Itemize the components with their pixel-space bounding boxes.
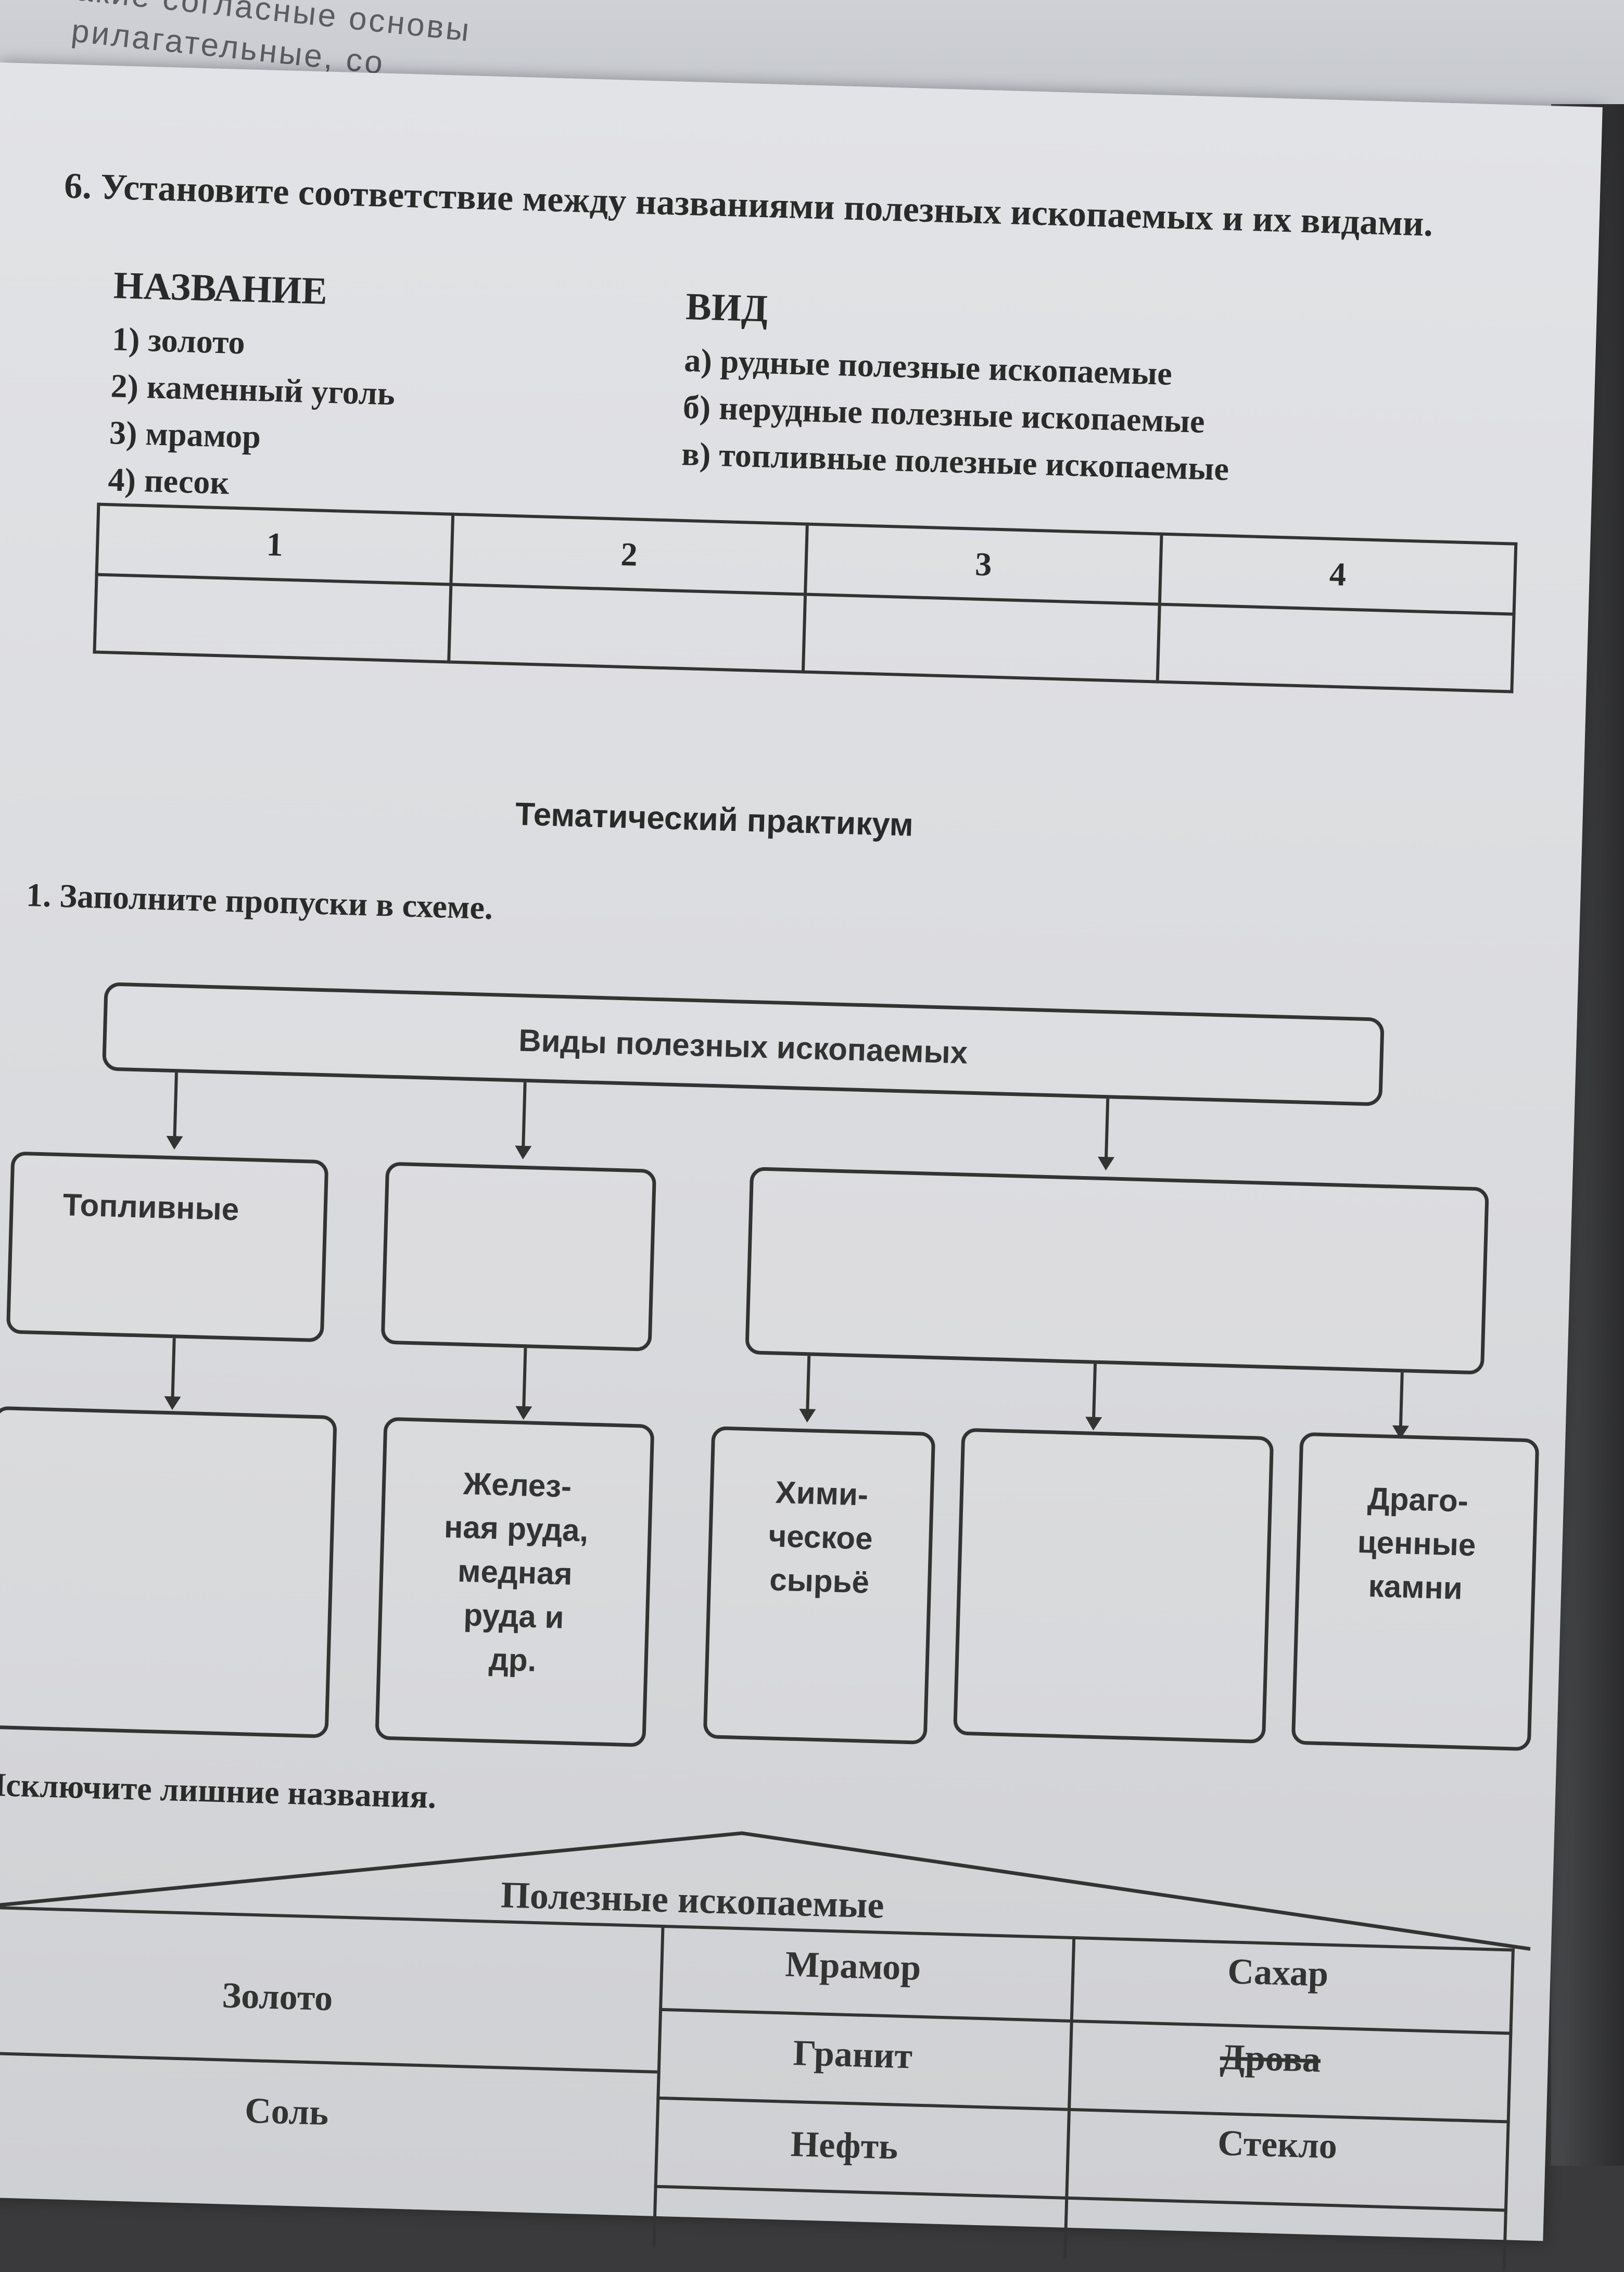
scheme-box-label: Драго- ценные камни	[1357, 1481, 1477, 1606]
answer-cell[interactable]	[1157, 604, 1514, 692]
scheme-box-label: Топливные	[62, 1187, 240, 1227]
scheme-box-label	[753, 1199, 1485, 1219]
mineral-item[interactable]: Гранит	[792, 2033, 913, 2077]
scheme-box-label: Желез- ная руда, медная руда и др.	[443, 1466, 589, 1678]
answer-cell[interactable]	[449, 584, 806, 672]
table-line	[0, 2050, 657, 2074]
table-line	[654, 2185, 1508, 2212]
roof-outline	[0, 1831, 1531, 1951]
table-line	[1502, 1948, 1515, 2271]
types-list: а) рудные полезные ископаемые б) нерудны…	[681, 337, 1232, 493]
section-heading: Тематический практикум	[515, 796, 914, 843]
mineral-item[interactable]: Золото	[221, 1975, 334, 2019]
answer-header-cell: 3	[805, 524, 1162, 604]
scheme-arrow	[1399, 1372, 1404, 1430]
answer-header-cell: 1	[96, 504, 453, 585]
scheme-box-label: Хими- ческое сырьё	[768, 1474, 873, 1600]
answer-header-cell: 4	[1159, 534, 1516, 614]
scheme-level1-box-blank[interactable]	[745, 1167, 1489, 1375]
scheme-arrow	[1092, 1364, 1097, 1421]
scheme-root-box: Виды полезных ископаемых	[102, 982, 1385, 1106]
mineral-item[interactable]: Соль	[244, 2090, 329, 2134]
scheme-level2-box-chemical: Хими- ческое сырьё	[703, 1426, 936, 1745]
scheme-arrow	[522, 1082, 527, 1150]
scheme-level2-box-blank[interactable]	[0, 1406, 337, 1738]
scheme-level2-box-ores: Желез- ная руда, медная руда и др.	[375, 1417, 655, 1747]
scheme-root-label: Виды полезных ископаемых	[518, 1023, 969, 1070]
scheme-arrow	[171, 1338, 176, 1401]
answer-table: 1 2 3 4	[93, 503, 1517, 693]
answer-cell[interactable]	[94, 574, 451, 662]
names-header: НАЗВАНИЕ	[112, 264, 328, 313]
scheme-arrow	[522, 1348, 527, 1411]
answer-header-cell: 2	[451, 514, 807, 595]
scheme-arrow	[806, 1356, 811, 1413]
mineral-item[interactable]: Стекло	[1217, 2123, 1338, 2167]
scheme-arrow	[1104, 1099, 1110, 1162]
table-line	[658, 2008, 1513, 2035]
scheme-level1-box-blank[interactable]	[380, 1162, 657, 1352]
list-item: 1) золото	[111, 320, 246, 361]
types-header: ВИД	[685, 285, 769, 331]
table-line	[652, 1924, 665, 2248]
list-item: 4) песок	[107, 461, 230, 501]
roof-line	[0, 1831, 1531, 1951]
table-line	[656, 2096, 1510, 2124]
mineral-item[interactable]: Мрамор	[784, 1944, 922, 1988]
list-item: 3) мрамор	[109, 414, 261, 456]
mineral-item[interactable]: Нефть	[790, 2124, 899, 2167]
scheme-level2-box-gems: Драго- ценные камни	[1291, 1432, 1540, 1751]
scheme-box-label	[965, 1463, 1270, 1471]
scheme-level1-box-fuel: Топливные	[6, 1151, 329, 1343]
task-number: 1.	[26, 876, 52, 914]
task-text: Заполните пропуски в схеме.	[59, 877, 493, 927]
names-list: 1) золото 2) каменный уголь 3) мрамор 4)…	[107, 315, 397, 511]
scheme-box-label	[0, 1441, 333, 1450]
scheme-box-label	[389, 1194, 652, 1202]
task-number: 6.	[64, 166, 92, 207]
minerals-table: Золото Соль Мрамор Гранит Нефть Сахар Др…	[0, 1904, 1515, 2271]
table-line	[1063, 1936, 1076, 2259]
mineral-item[interactable]: Сахар	[1227, 1951, 1329, 1995]
answer-cell[interactable]	[803, 594, 1160, 682]
scheme-arrow	[173, 1072, 178, 1141]
scheme-level2-box-blank[interactable]	[953, 1428, 1274, 1744]
task1-title: 1. Заполните пропуски в схеме.	[26, 876, 493, 927]
mineral-item-struck[interactable]: Дрова	[1219, 2037, 1322, 2080]
task-text: Установите соответствие между названиями…	[100, 167, 1433, 244]
task6-title: 6. Установите соответствие между названи…	[64, 163, 1521, 250]
worksheet-page: 6. Установите соответствие между названи…	[0, 62, 1603, 2271]
list-item: 2) каменный уголь	[110, 367, 396, 412]
